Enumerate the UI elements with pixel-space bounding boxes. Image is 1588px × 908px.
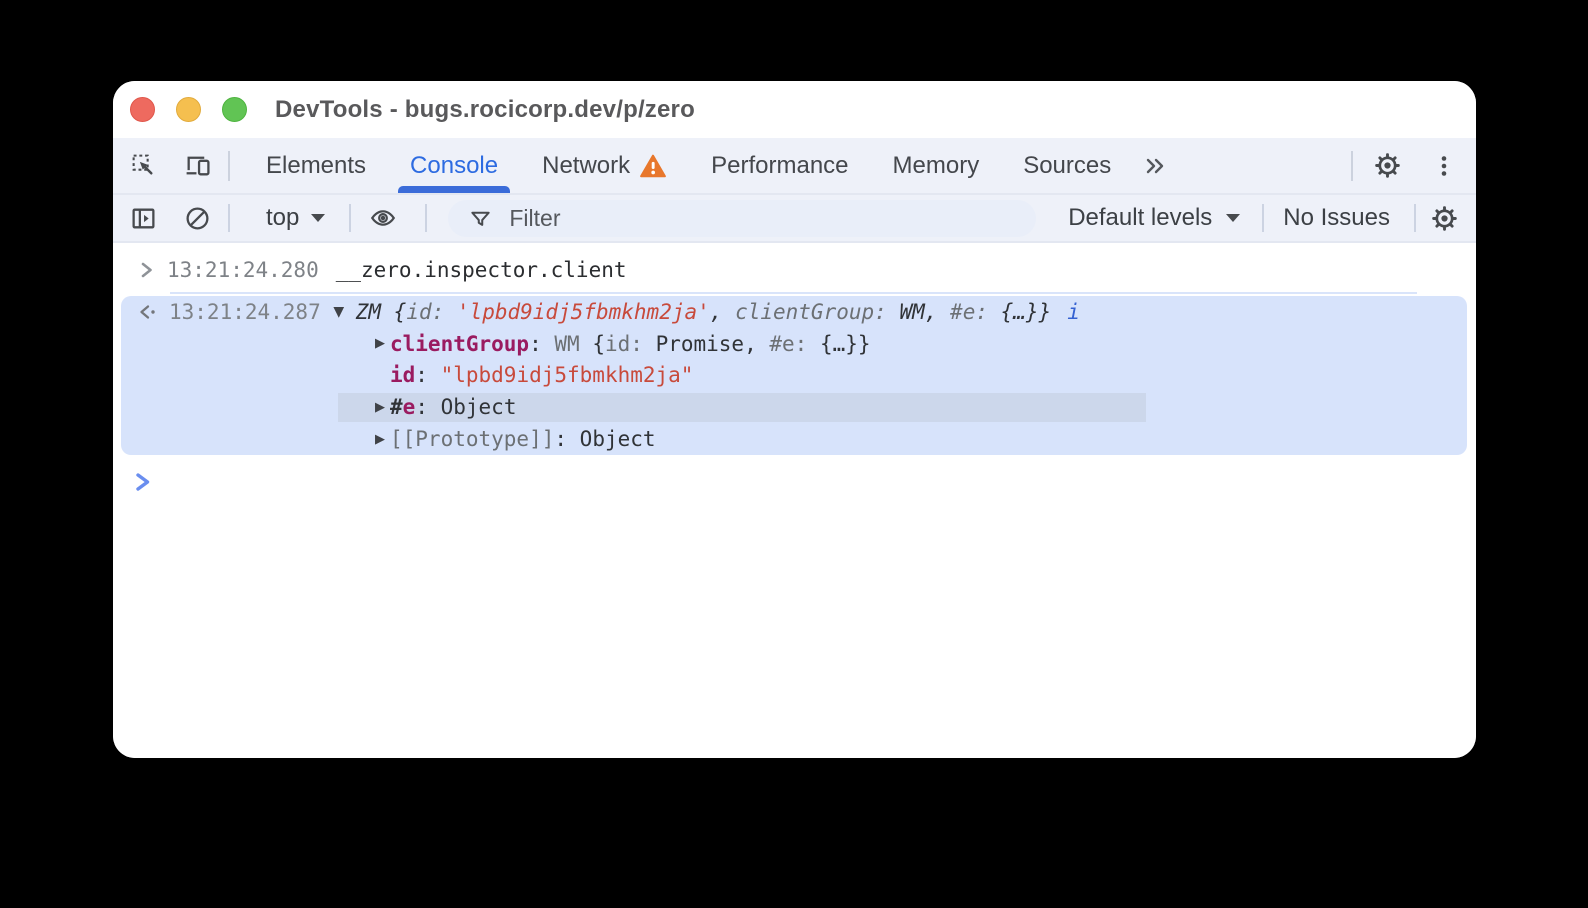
selected-row-highlight: [338, 393, 1146, 422]
chevron-down-icon: [1226, 214, 1241, 222]
console-toolbar: top Default levels No Issues: [113, 193, 1476, 243]
titlebar: DevTools - bugs.rocicorp.dev/p/zero: [113, 81, 1476, 138]
tab-console[interactable]: Console: [388, 138, 520, 193]
more-tabs-icon[interactable]: [1137, 148, 1173, 184]
menu-dots-icon[interactable]: [1426, 148, 1462, 184]
console-settings-gear-icon[interactable]: [1426, 200, 1462, 236]
console-sidebar-icon[interactable]: [125, 200, 161, 236]
result-arrow-icon: [138, 304, 157, 320]
log-levels-label: Default levels: [1068, 204, 1213, 231]
console-result-block: 13:21:24.287 ▼ ZM {id: 'lpbd9idj5fbmkhm2…: [121, 296, 1467, 455]
result-timestamp: 13:21:24.287: [169, 299, 321, 324]
expander-closed-icon[interactable]: ▶: [375, 336, 385, 352]
context-selector[interactable]: top: [266, 204, 326, 232]
context-selector-label: top: [266, 204, 300, 231]
message-separator: [170, 292, 1417, 294]
info-hint: i: [1067, 299, 1080, 324]
settings-gear-icon[interactable]: [1369, 148, 1405, 184]
devtools-window: DevTools - bugs.rocicorp.dev/p/zero Elem…: [113, 81, 1476, 758]
property-row-clientgroup[interactable]: ▶ clientGroup: WM {id: Promise, #e: {…}}: [121, 328, 1467, 360]
window-title: DevTools - bugs.rocicorp.dev/p/zero: [275, 95, 695, 123]
zoom-button[interactable]: [222, 97, 247, 122]
command-text: __zero.inspector.client: [335, 258, 627, 282]
device-toolbar-icon[interactable]: [179, 148, 215, 184]
tab-memory[interactable]: Memory: [892, 151, 980, 179]
property-row-private-e[interactable]: ▶ #e: Object: [121, 391, 1467, 423]
console-messages: 13:21:24.280 __zero.inspector.client 13:…: [113, 243, 1476, 758]
traffic-lights: [130, 97, 247, 122]
toolbar-divider: [425, 204, 428, 232]
issues-counter[interactable]: No Issues: [1283, 204, 1390, 231]
tab-elements[interactable]: Elements: [266, 151, 367, 179]
console-prompt[interactable]: [134, 467, 174, 497]
object-preview-row[interactable]: 13:21:24.287 ▼ ZM {id: 'lpbd9idj5fbmkhm2…: [121, 296, 1467, 328]
expander-closed-icon[interactable]: ▶: [375, 399, 385, 415]
toolbar-divider: [1414, 204, 1416, 232]
clear-console-icon[interactable]: [179, 200, 215, 236]
expander-open-icon[interactable]: ▼: [333, 303, 345, 320]
console-command-row: 13:21:24.280 __zero.inspector.client: [113, 248, 1476, 292]
filter-input[interactable]: [507, 203, 952, 233]
chevron-down-icon: [311, 214, 326, 222]
devtools-tabbar: Elements Console Network Performance Mem…: [113, 138, 1476, 193]
active-tab-indicator: [398, 186, 511, 193]
tab-sources[interactable]: Sources: [1023, 151, 1112, 179]
tab-performance[interactable]: Performance: [711, 151, 849, 179]
network-warning-icon: [639, 153, 667, 179]
tab-network[interactable]: Network: [520, 138, 689, 193]
expander-closed-icon[interactable]: ▶: [375, 431, 385, 447]
minimize-button[interactable]: [176, 97, 201, 122]
tabbar-divider: [228, 150, 230, 181]
live-expression-eye-icon[interactable]: [365, 200, 401, 236]
command-chevron-icon: [140, 261, 154, 279]
prompt-chevron-icon: [136, 473, 150, 491]
tabbar-right-divider: [1351, 150, 1353, 181]
property-row-prototype[interactable]: ▶ [[Prototype]]: Object: [121, 423, 1467, 455]
toolbar-divider: [228, 204, 230, 232]
filter-box[interactable]: [448, 199, 1037, 237]
command-timestamp: 13:21:24.280: [167, 258, 319, 282]
log-levels-dropdown[interactable]: Default levels: [1068, 204, 1241, 232]
close-button[interactable]: [130, 97, 155, 122]
object-preview: ZM {id: 'lpbd9idj5fbmkhm2ja', clientGrou…: [355, 299, 1052, 324]
toolbar-divider: [349, 204, 352, 232]
filter-funnel-icon: [468, 206, 493, 231]
toolbar-divider: [1262, 204, 1265, 232]
property-row-id[interactable]: id: "lpbd9idj5fbmkhm2ja": [390, 363, 694, 388]
inspect-element-icon[interactable]: [125, 148, 161, 184]
